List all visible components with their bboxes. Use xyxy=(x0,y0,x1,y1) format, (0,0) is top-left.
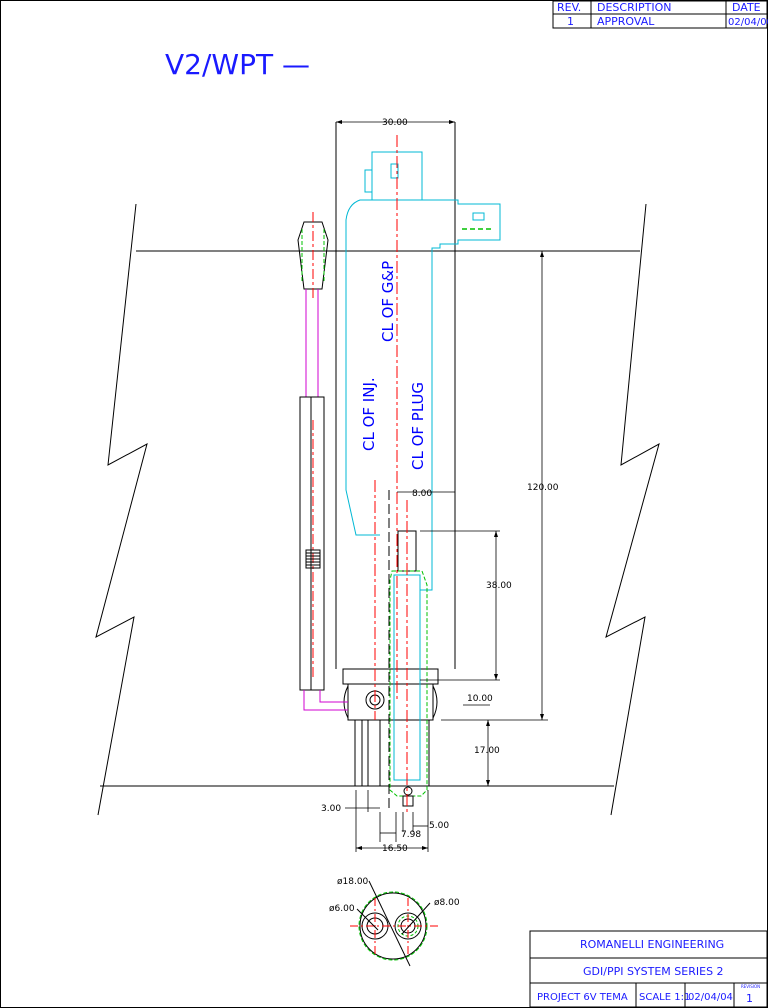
rev-header: REV. xyxy=(557,1,581,14)
revision-table: REV. DESCRIPTION DATE 1 APPROVAL 02/04/0… xyxy=(552,0,768,29)
cl-plug-label: CL OF PLUG xyxy=(409,382,427,470)
dim-dia6: ø6.00 xyxy=(329,904,355,914)
cl-gp-label: CL OF G&P xyxy=(379,261,397,342)
drawing-title: V2/WPT — xyxy=(165,48,310,81)
dim-5: 5.00 xyxy=(429,821,449,831)
revision-value: 1 xyxy=(746,992,753,1005)
scale-value: SCALE 1:1 xyxy=(639,992,690,1003)
project-name: PROJECT 6V TEMA xyxy=(537,992,628,1003)
title-block xyxy=(529,930,768,1008)
dim-17: 17.00 xyxy=(474,746,500,756)
dim-10: 10.00 xyxy=(467,694,493,704)
dim-798: 7.98 xyxy=(401,830,421,840)
system-name: GDI/PPI SYSTEM SERIES 2 xyxy=(583,965,724,978)
dim-38: 38.00 xyxy=(486,581,512,591)
description-value: APPROVAL xyxy=(597,15,655,28)
injector-outline xyxy=(345,151,501,669)
housing-outline xyxy=(335,122,456,787)
dim-dia8: ø8.00 xyxy=(434,898,460,908)
dim-3: 3.00 xyxy=(321,804,341,814)
cl-inj-label: CL OF INJ. xyxy=(360,377,378,451)
dimension-arrows xyxy=(336,120,544,850)
dim-120: 120.00 xyxy=(527,483,559,493)
company-name: ROMANELLI ENGINEERING xyxy=(580,938,724,951)
dim-8: 8.00 xyxy=(412,489,432,499)
date-value: 02/04/00 xyxy=(728,17,768,28)
left-break-line xyxy=(95,203,148,816)
dim-dia18: ø18.00 xyxy=(337,877,369,887)
date-header: DATE xyxy=(732,1,761,14)
section-view xyxy=(350,880,440,967)
right-break-line xyxy=(605,203,660,816)
dim-1650: 16.50 xyxy=(382,844,408,854)
dimension-lines xyxy=(336,121,548,852)
probe-tool xyxy=(297,212,348,711)
rev-value: 1 xyxy=(567,15,574,28)
description-header: DESCRIPTION xyxy=(597,1,671,14)
title-date: 02/04/04 xyxy=(688,992,733,1003)
dim-30: 30.00 xyxy=(382,118,408,128)
revision-label: REVISION xyxy=(741,984,760,989)
